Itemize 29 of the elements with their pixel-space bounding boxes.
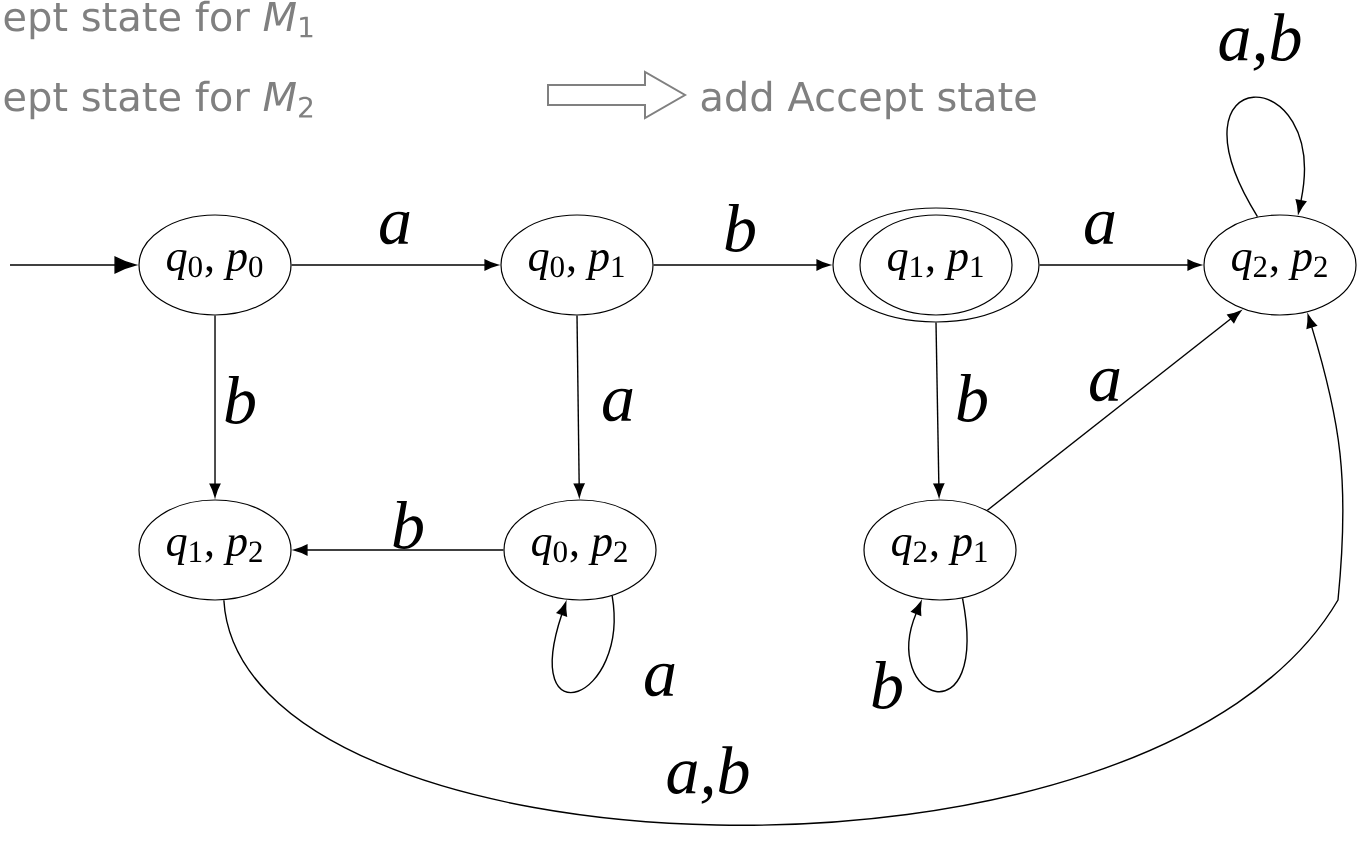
arrow	[290, 259, 499, 271]
arrow	[223, 314, 1344, 826]
note-text: add Accept state	[701, 80, 1036, 120]
note-text: ept state for M$_{1}$	[4, 0, 313, 40]
edge-label: b	[225, 376, 255, 424]
arrow	[573, 314, 585, 498]
edge-label: a	[1085, 211, 1115, 245]
note-text: ept state for M$_{2}$	[4, 80, 313, 120]
arrow	[1038, 259, 1202, 271]
arrow	[9, 256, 137, 274]
edge-label: b	[872, 661, 902, 709]
edge-label: a	[645, 663, 675, 697]
edge-label: b	[725, 204, 755, 252]
arrow	[551, 595, 615, 694]
arrow	[986, 310, 1242, 511]
edge-label: a	[380, 211, 410, 245]
arrow	[652, 259, 831, 271]
arrow	[209, 314, 221, 498]
accept-state: q$_{1}$, p$_{1}$	[832, 207, 1040, 323]
arrow	[933, 321, 945, 498]
edge-label: a,b	[1219, 13, 1301, 71]
edge-label: b	[957, 374, 987, 422]
edge-label: b	[393, 501, 423, 549]
arrow	[1226, 96, 1307, 218]
edge-label: a	[1090, 368, 1120, 402]
arrow	[293, 544, 505, 556]
edge-label: a,b	[667, 746, 749, 804]
arrow	[908, 597, 968, 693]
edge-label: a	[603, 388, 633, 422]
